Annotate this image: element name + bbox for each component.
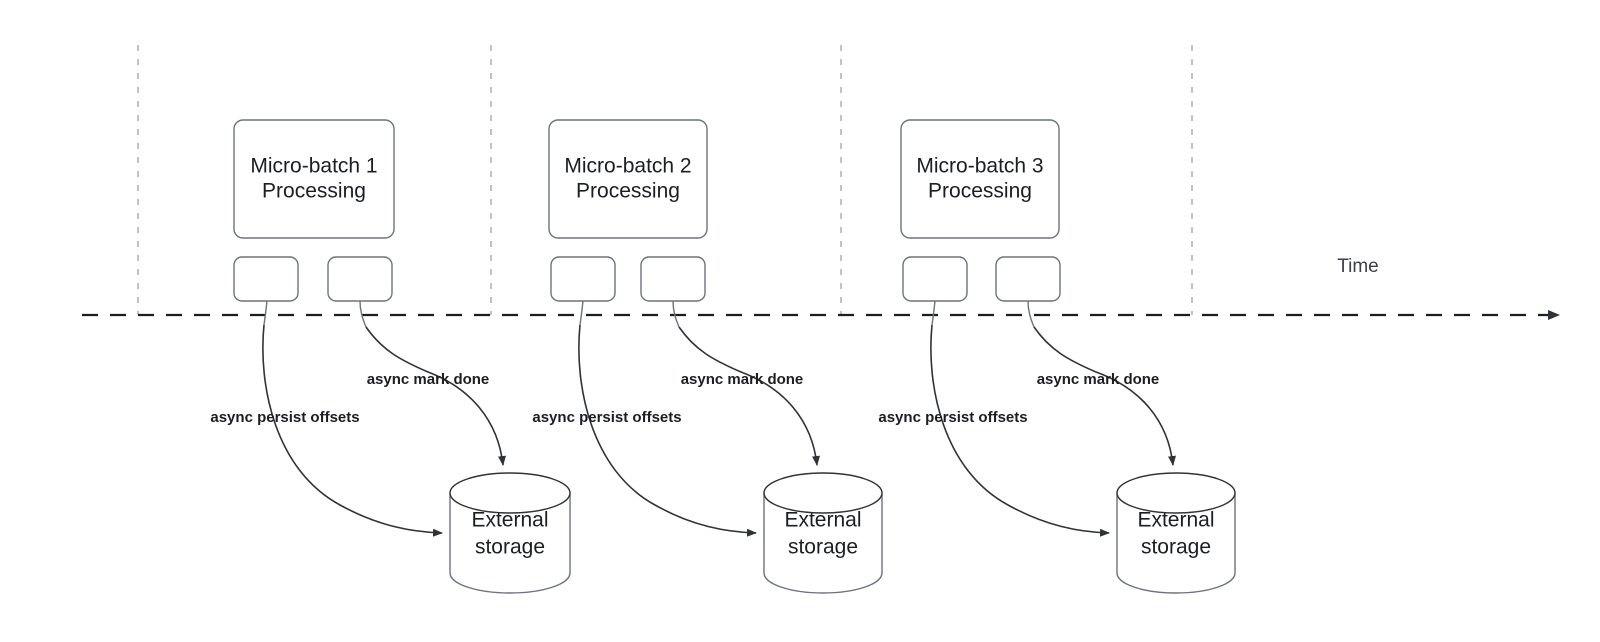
batch-2-task-a-box[interactable] [550, 256, 616, 302]
batch-3-box[interactable] [900, 119, 1060, 239]
batch-dividers [137, 45, 1193, 315]
batch-1-mark-arrow [365, 326, 506, 466]
external-storage-2-body [763, 492, 883, 594]
external-storage-2-line2: storage [788, 536, 858, 559]
batch-3-task-a-box[interactable] [902, 256, 968, 302]
batch-2-mark-arrow [678, 326, 820, 466]
external-storage-3-top [1116, 472, 1236, 514]
batch-1-title-line2: Processing [262, 180, 366, 203]
batch-2-title-line2: Processing [576, 180, 680, 203]
batch-3-mark-arrow [1033, 326, 1176, 466]
external-storage-2-top [763, 472, 883, 514]
batch-2-task-b-stub [672, 300, 680, 328]
batch-2-box[interactable] [548, 119, 708, 239]
batch-1-task-a-box[interactable] [233, 256, 299, 302]
batch-3-task-b-stub [1027, 300, 1035, 328]
batch-2-title-line1: Micro-batch 2 [564, 155, 691, 178]
batch-2-persist-arrow [578, 324, 757, 537]
batch-3-task-b-box[interactable] [995, 256, 1061, 302]
batch-3-persist-label: async persist offsets [878, 409, 1027, 426]
external-storage-1-top [449, 472, 571, 514]
batch-1-mark-label: async mark done [367, 371, 490, 388]
batch-3-persist-arrow [930, 324, 1110, 537]
external-storage-1[interactable]: External storage [449, 472, 571, 594]
batch-2-task-a-stub [579, 300, 584, 326]
external-storage-2[interactable]: External storage [763, 472, 883, 594]
batch-3-title-line2: Processing [928, 180, 1032, 203]
external-storage-1-body [449, 492, 571, 594]
batch-1-title-line1: Micro-batch 1 [250, 155, 377, 178]
batch-1-task-a-stub [263, 300, 268, 326]
batch-3-title-line1: Micro-batch 3 [916, 155, 1043, 178]
external-storage-1-line2: storage [475, 536, 545, 559]
batch-2-mark-label: async mark done [681, 371, 804, 388]
external-storage-3-body [1116, 492, 1236, 594]
batch-2-persist-label: async persist offsets [532, 409, 681, 426]
external-storage-3-line1: External [1137, 509, 1214, 532]
batch-2-group: Micro-batch 2 Processing async persist o… [532, 119, 883, 594]
batch-1-group: Micro-batch 1 Processing async persist o… [210, 119, 571, 594]
batch-3-group: Micro-batch 3 Processing async persist o… [878, 119, 1236, 594]
batch-3-mark-label: async mark done [1037, 371, 1160, 388]
time-axis-label: Time [1337, 256, 1379, 277]
batch-1-task-b-stub [359, 300, 367, 328]
batch-1-persist-arrow [262, 324, 443, 537]
batch-1-box[interactable] [233, 119, 395, 239]
batch-1-persist-label: async persist offsets [210, 409, 359, 426]
batch-3-task-a-stub [931, 300, 936, 326]
external-storage-3[interactable]: External storage [1116, 472, 1236, 594]
external-storage-2-line1: External [784, 509, 861, 532]
external-storage-3-line2: storage [1141, 536, 1211, 559]
external-storage-1-line1: External [471, 509, 548, 532]
batch-1-task-b-box[interactable] [327, 256, 393, 302]
batch-2-task-b-box[interactable] [640, 256, 706, 302]
